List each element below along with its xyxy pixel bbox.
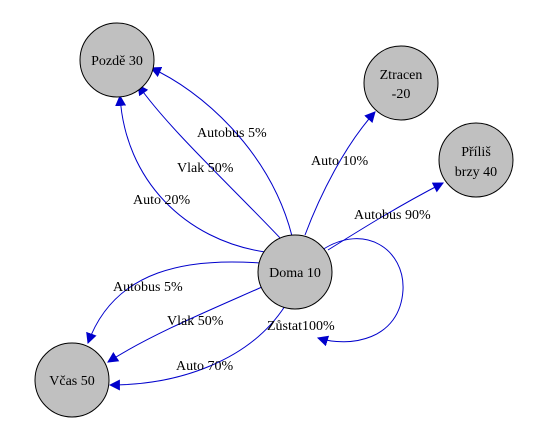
- edge-label-vlak-vcas: Vlak 50%: [167, 314, 224, 329]
- edge-path: [149, 67, 293, 237]
- node-pozde: Pozdě 30: [79, 22, 155, 98]
- edge-path: [86, 261, 261, 345]
- node-vcas: Včas 50: [34, 342, 110, 418]
- node-label: Pozdě 30: [91, 54, 143, 69]
- node-doma: Doma 10: [257, 234, 333, 310]
- edge-label-auto-vcas: Auto 70%: [176, 359, 234, 374]
- node-label: Doma 10: [269, 266, 321, 281]
- node-label: brzy 40: [455, 165, 497, 180]
- edge-path: [108, 305, 286, 391]
- node-label: Příliš: [461, 145, 491, 160]
- edge-path: [316, 238, 404, 347]
- node-prilis: Příliš brzy 40: [438, 122, 514, 198]
- edge-doma-prilis-autobus: [327, 182, 444, 251]
- edge-path: [115, 94, 266, 253]
- edge-doma-pozde-autobus: [149, 67, 293, 237]
- edge-doma-ztracen-auto: [304, 111, 376, 236]
- edge-label-autobus-vcas: Autobus 5%: [113, 280, 183, 295]
- edge-path: [137, 84, 283, 241]
- edge-label-vlak-pozde: Vlak 50%: [177, 161, 234, 176]
- node-label: Ztracen: [380, 68, 423, 83]
- edge-doma-vcas-autobus: [86, 261, 261, 345]
- edge-doma-doma-zustat: [316, 238, 404, 347]
- edge-label-zustat: Zůstat100%: [267, 319, 335, 334]
- edge-label-autobus-prilis: Autobus 90%: [354, 208, 431, 223]
- edge-label-auto-pozde: Auto 20%: [133, 193, 191, 208]
- edge-label-auto-ztracen: Auto 10%: [311, 154, 369, 169]
- node-label: -20: [392, 87, 411, 102]
- node-ztracen: Ztracen -20: [363, 45, 439, 121]
- edge-doma-vcas-auto: [108, 305, 286, 391]
- edge-path: [107, 286, 263, 363]
- edge-doma-pozde-auto: [115, 94, 266, 253]
- edge-path: [327, 182, 444, 251]
- edge-doma-pozde-vlak: [137, 84, 283, 241]
- edge-path: [304, 111, 376, 236]
- edge-doma-vcas-vlak: [107, 286, 263, 363]
- edge-label-autobus-pozde: Autobus 5%: [197, 126, 267, 141]
- node-label: Včas 50: [49, 374, 95, 389]
